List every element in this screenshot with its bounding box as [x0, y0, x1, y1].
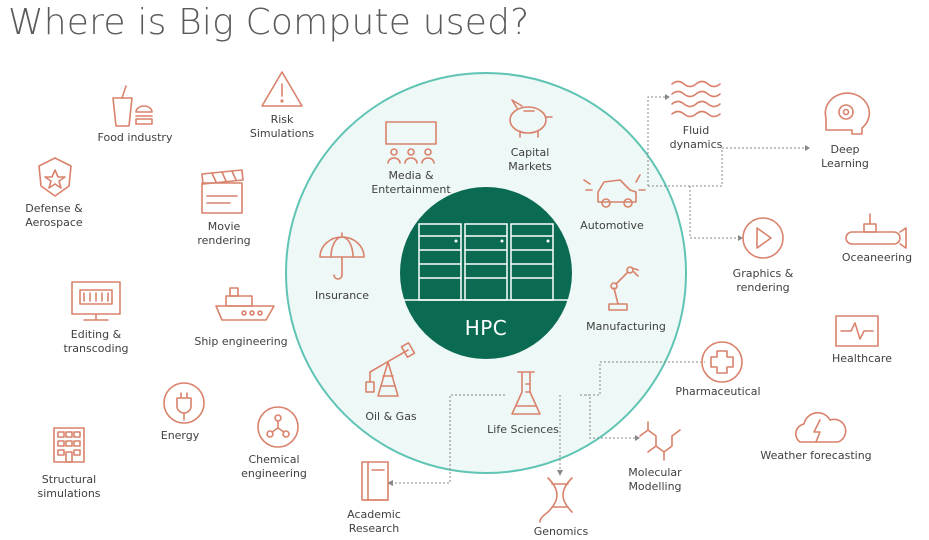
hpc-hub: [400, 187, 572, 359]
label-defense-aerospace: Defense &Aerospace: [25, 202, 83, 229]
car-icon: [583, 174, 646, 208]
label-energy: Energy: [160, 429, 200, 442]
oil-derrick-icon: [365, 342, 416, 397]
label-genomics: Genomics: [533, 525, 589, 538]
label-manufacturing: Manufacturing: [586, 320, 666, 333]
warning-icon: [261, 71, 303, 107]
server-rack-icon: [404, 223, 568, 301]
monitor-film-icon: [71, 281, 121, 321]
molecule-icon: [257, 406, 299, 448]
food-icon: [112, 85, 153, 127]
label-automotive: Automotive: [580, 219, 644, 232]
medical-cross-icon: [701, 341, 743, 383]
piggy-bank-icon: [509, 99, 553, 138]
brain-gear-icon: [824, 92, 871, 135]
cinema-icon: [385, 121, 437, 164]
submarine-icon: [845, 213, 907, 249]
ship-icon: [215, 287, 275, 321]
label-life-sciences: Life Sciences: [487, 423, 559, 436]
label-oil-gas: Oil & Gas: [365, 410, 417, 423]
clapperboard-icon: [201, 169, 244, 214]
label-ship-engineering: Ship engineering: [194, 335, 288, 348]
umbrella-icon: [319, 232, 365, 280]
hpc-label: HPC: [464, 316, 508, 340]
robot-arm-icon: [608, 266, 639, 311]
label-editing-transcoding: Editing &transcoding: [63, 328, 129, 355]
heartbeat-monitor-icon: [835, 315, 879, 347]
connector-lines: [393, 96, 805, 484]
building-icon: [53, 427, 85, 463]
molecular-structure-icon: [639, 421, 681, 461]
label-graphics-rendering: Graphics &rendering: [732, 267, 794, 294]
label-pharmaceutical: Pharmaceutical: [675, 385, 761, 398]
flask-icon: [511, 371, 541, 415]
label-weather-forecasting: Weather forecasting: [760, 449, 872, 462]
label-insurance: Insurance: [315, 289, 369, 302]
book-icon: [361, 461, 389, 501]
label-oceaneering: Oceaneering: [841, 251, 913, 264]
shield-star-icon: [38, 157, 72, 197]
label-food-industry: Food industry: [97, 131, 173, 144]
label-media-entertainment: Media &Entertainment: [371, 169, 451, 196]
dna-icon: [539, 477, 573, 523]
plug-icon: [163, 382, 205, 424]
waves-icon: [671, 80, 721, 118]
play-circle-icon: [742, 217, 784, 259]
page-title: Where is Big Compute used?: [8, 2, 530, 43]
storm-cloud-icon: [795, 411, 847, 443]
label-healthcare: Healthcare: [832, 352, 892, 365]
